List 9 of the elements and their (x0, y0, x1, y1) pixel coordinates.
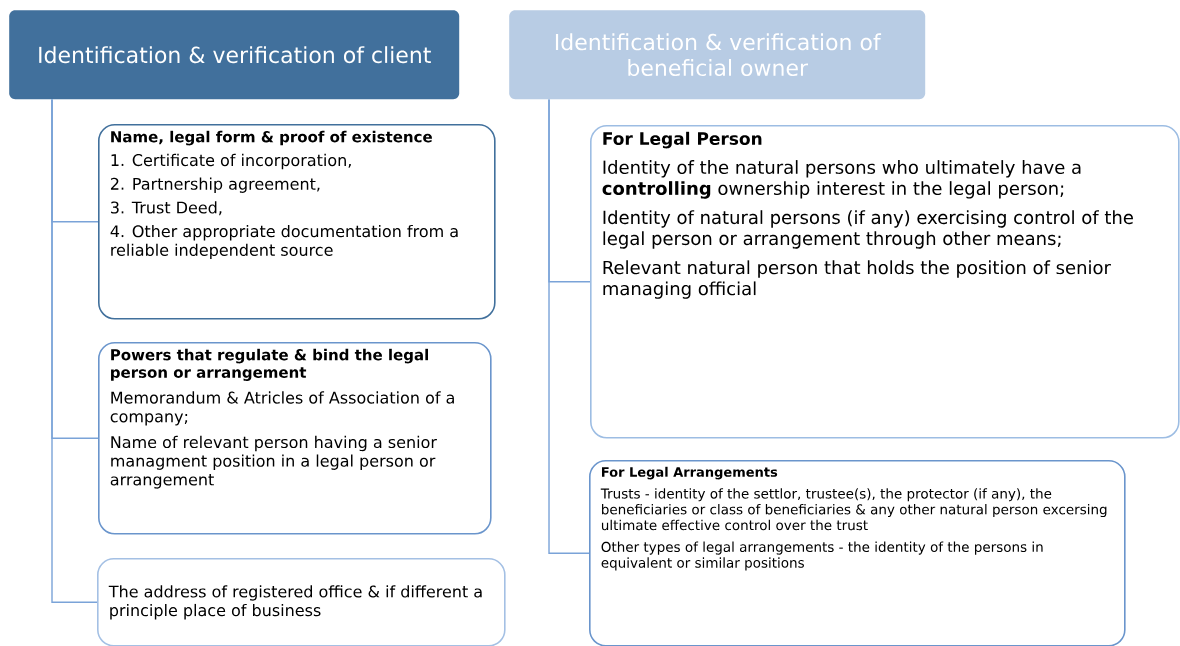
info-box: Powers that regulate & bind the legal person or arrangement Memorandum & Atricles of Association of a company; Name of relevant person having a senior managment position in a legal person or arrangement (98, 342, 492, 535)
info-box: Name, legal form & proof of existence 1. Certificate of incorporation, 2. Partnership agreement, 3. Trust Deed, 4. Other appropriate documentation from a reliable independent source (98, 124, 496, 320)
info-box: For Legal Arrangements Trusts - identity of the settlor, trustee(s), the protector (if any), the beneficiaries or class of beneficiaries & any other natural person excersing ultimate effective control over the trust Other types of legal arrangements - the identity of the persons in equivalent or similar positions (589, 460, 1126, 646)
header-box: Identification & verification of beneficial owner (509, 10, 926, 100)
header-box: Identification & verification of client (9, 10, 460, 100)
connector-line (51, 98, 98, 603)
info-box: The address of registered office & if different a principle place of business (97, 558, 506, 646)
info-box: For Legal Person Identity of the natural persons who ultimately have a controlling ownership interest in the legal person; Identity of natural persons (if any) exercising control of the legal person or arrangement through other means; Relevant natural person that holds the position of senior managing official (590, 125, 1180, 439)
connector-line (548, 98, 590, 554)
